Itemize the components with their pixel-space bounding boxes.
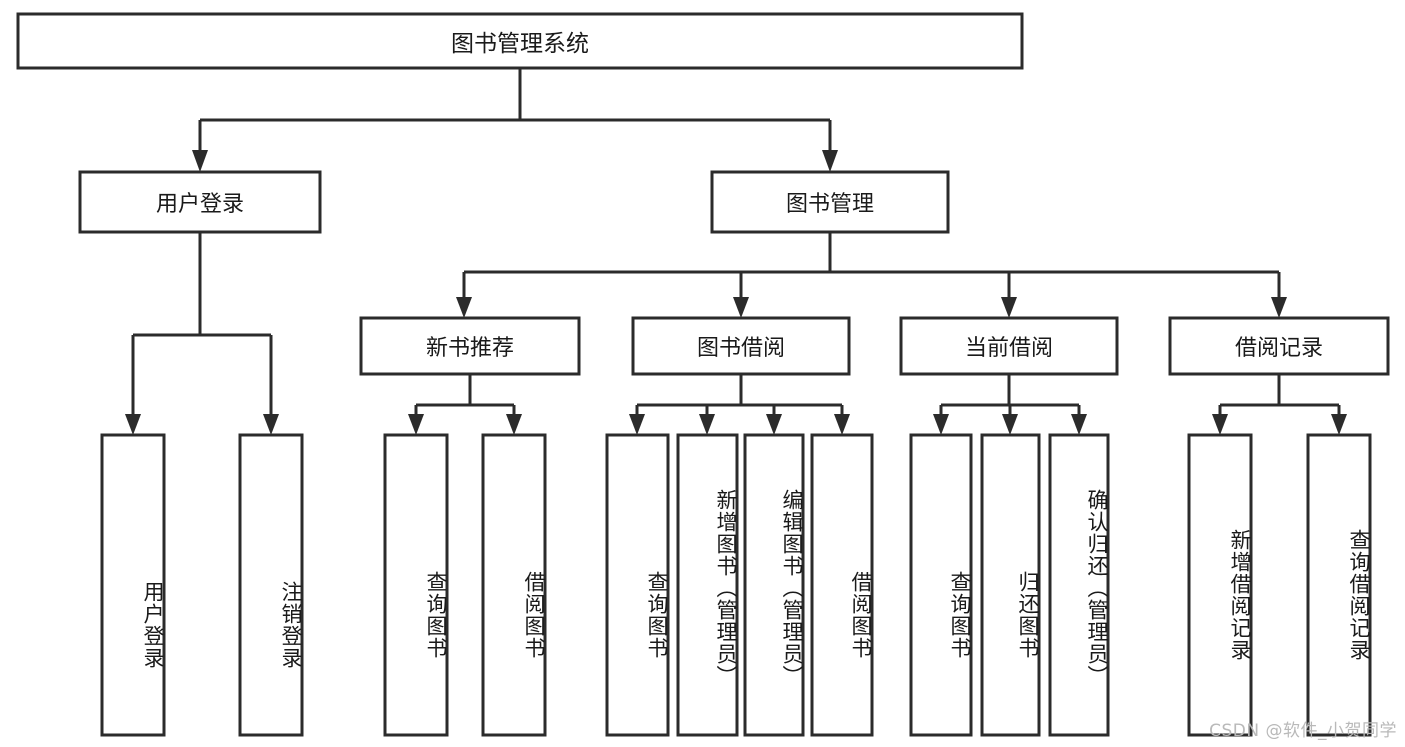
leaf-box[interactable] <box>100 433 166 737</box>
arrowhead-icon <box>408 414 424 435</box>
connectors-layer <box>131 68 1341 414</box>
arrowhead-icon <box>125 414 141 435</box>
arrowhead-icon <box>1071 414 1087 435</box>
arrowhead-icon <box>629 414 645 435</box>
boxes-layer <box>16 12 1390 737</box>
arrowhead-icon <box>766 414 782 435</box>
arrowhead-icon <box>834 414 850 435</box>
arrowhead-icon <box>1212 414 1228 435</box>
leaf-box[interactable] <box>481 433 547 737</box>
arrowhead-icon <box>1001 297 1017 318</box>
leaf-box[interactable] <box>909 433 973 737</box>
leaf-box[interactable] <box>605 433 670 737</box>
arrowhead-icon <box>1271 297 1287 318</box>
node-borrow-record-box[interactable] <box>1168 316 1390 376</box>
arrowhead-icon <box>263 414 279 435</box>
leaf-box[interactable] <box>1306 433 1372 737</box>
arrowhead-icon <box>192 150 208 172</box>
leaf-box[interactable] <box>810 433 874 737</box>
node-book-manage-box[interactable] <box>710 170 950 234</box>
arrowhead-icon <box>933 414 949 435</box>
arrowhead-icon <box>1002 414 1018 435</box>
leaf-box[interactable] <box>383 433 449 737</box>
node-root-box[interactable] <box>16 12 1024 70</box>
leaf-box[interactable] <box>743 433 805 737</box>
arrowhead-icon <box>822 150 838 172</box>
leaf-box[interactable] <box>676 433 739 737</box>
arrowheads-layer <box>125 150 1347 435</box>
arrowhead-icon <box>506 414 522 435</box>
node-book-borrow-box[interactable] <box>631 316 851 376</box>
leaf-box[interactable] <box>1187 433 1253 737</box>
leaf-box[interactable] <box>980 433 1041 737</box>
leaf-box[interactable] <box>1048 433 1110 737</box>
csdn-watermark: CSDN @软件_小贺同学 <box>1209 721 1397 741</box>
arrowhead-icon <box>456 297 472 318</box>
arrowhead-icon <box>733 297 749 318</box>
arrowhead-icon <box>1331 414 1347 435</box>
leaf-box[interactable] <box>238 433 304 737</box>
arrowhead-icon <box>699 414 715 435</box>
node-new-book-recommend-box[interactable] <box>359 316 581 376</box>
node-current-borrow-box[interactable] <box>899 316 1119 376</box>
node-user-login-box[interactable] <box>78 170 322 234</box>
